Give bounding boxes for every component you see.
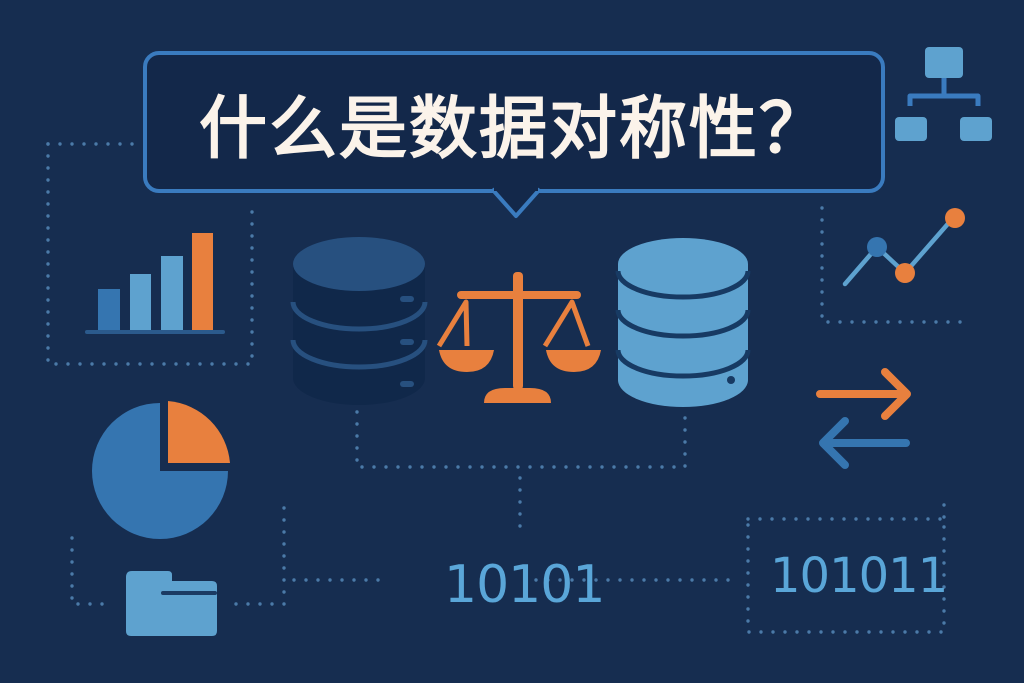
binary-text-right: 101011 bbox=[770, 548, 948, 604]
binary-text-left: 10101 bbox=[444, 555, 605, 615]
title-speech-bubble: 什么是数据对称性？ bbox=[143, 51, 885, 193]
page-title: 什么是数据对称性？ bbox=[198, 89, 829, 169]
